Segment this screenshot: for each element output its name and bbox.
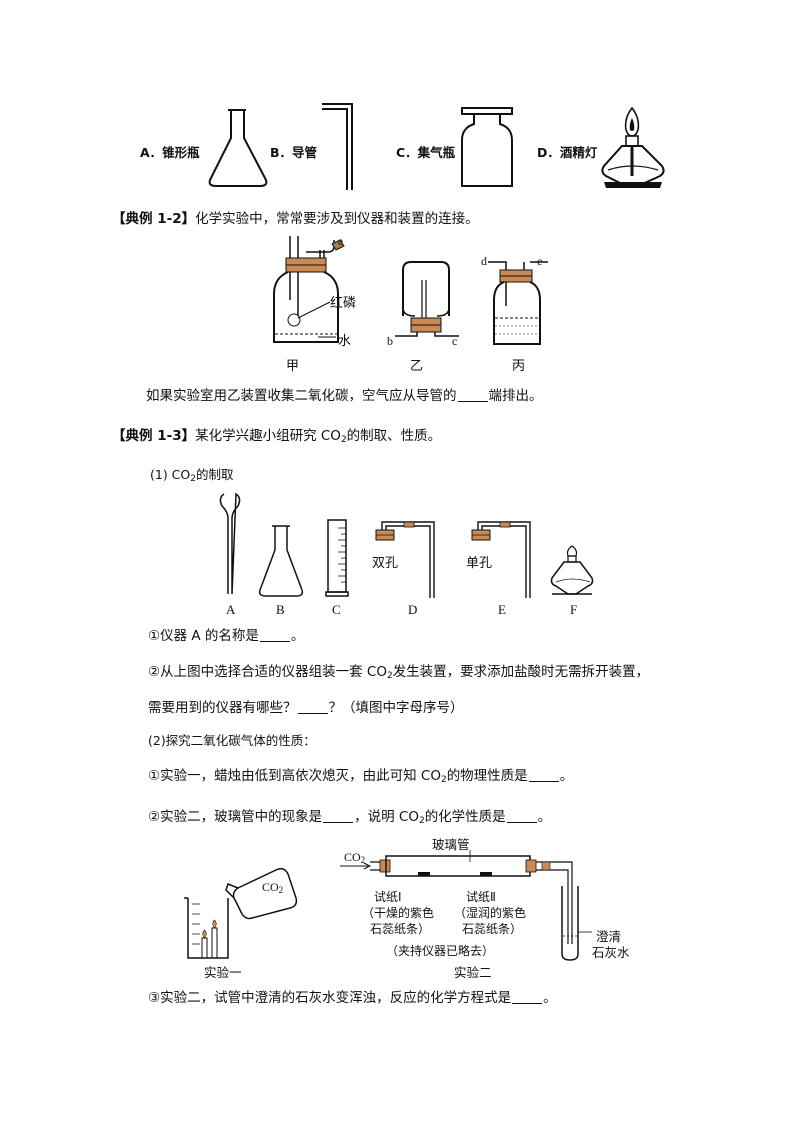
- question-2-2: ②实验二，玻璃管中的现象是，说明 CO2的化学性质是。: [148, 809, 552, 826]
- label-D: D: [408, 602, 418, 617]
- answer-blank[interactable]: [528, 769, 559, 782]
- question-1-2: 如果实验室用乙装置收集二氧化碳，空气应从导管的端排出。: [146, 388, 543, 404]
- answer-blank[interactable]: [506, 810, 537, 823]
- label-E: E: [498, 602, 506, 617]
- label-shui: 水: [338, 333, 352, 348]
- alcohol-lamp-icon: [601, 106, 665, 188]
- question-2-1: ①实验一，蜡烛由低到高依次熄灭，由此可知 CO2的物理性质是。: [148, 768, 574, 785]
- limewater-label-2: 石灰水: [592, 946, 630, 960]
- question-1-2-line1: ②从上图中选择合适的仪器组装一套 CO2发生装置，要求添加盐酸时无需拆开装置，: [148, 664, 650, 681]
- single-hole-stopper-e-icon: [471, 521, 531, 598]
- flask-b-icon: [258, 525, 304, 597]
- label-A: A: [226, 602, 236, 617]
- gas-collecting-bottle-icon: [461, 107, 513, 187]
- paper-2-label: 试纸Ⅱ: [466, 890, 496, 904]
- label-B: B: [276, 602, 285, 617]
- pointer-line: [297, 301, 331, 319]
- answer-blank[interactable]: [457, 389, 488, 402]
- example-1-3-heading: 【典例 1-3】某化学兴趣小组研究 CO2的制取、性质。: [112, 428, 442, 445]
- option-d-label: D．酒精灯: [537, 145, 598, 160]
- funnel-a-icon: [219, 492, 241, 595]
- glass-tube-label: 玻璃管: [432, 838, 470, 852]
- option-c-label: C．集气瓶: [396, 145, 456, 160]
- co2-inlet-label: CO2: [344, 850, 366, 865]
- experiment-1-diagram: [184, 867, 298, 959]
- apparatus-bing-diagram: [488, 261, 548, 345]
- apparatus-jia-diagram: [273, 236, 345, 343]
- label-shuangkong: 双孔: [372, 555, 399, 570]
- label-e: e: [537, 254, 543, 268]
- answer-blank[interactable]: [512, 991, 543, 1004]
- clamp-note: （夹持仪器已略去）: [386, 944, 495, 958]
- answer-blank[interactable]: [323, 810, 354, 823]
- example-1-2-tag: 【典例 1-2】: [112, 211, 196, 227]
- question-1-1: ①仪器 A 的名称是。: [148, 628, 305, 644]
- option-b-label: B．导管: [270, 145, 318, 160]
- co2-bottle-label: CO2: [262, 880, 284, 895]
- glass-tube-icon: [322, 103, 353, 190]
- label-a: a: [338, 234, 344, 248]
- label-exp2: 实验二: [454, 966, 492, 980]
- answer-blank[interactable]: [259, 629, 290, 642]
- label-bing: 丙: [512, 358, 526, 373]
- paper-2-desc-1: （湿润的紫色: [454, 906, 527, 920]
- pointer-line-2: [318, 336, 336, 338]
- paper-1-desc-1: （干燥的紫色: [362, 906, 435, 920]
- label-yi: 乙: [410, 358, 424, 373]
- erlenmeyer-flask-icon: [208, 109, 268, 187]
- part-2-title: (2)探究二氧化碳气体的性质：: [148, 733, 316, 748]
- label-exp1: 实验一: [204, 966, 242, 980]
- label-dankong: 单孔: [466, 555, 493, 570]
- example-1-2-text: 化学实验中，常常要涉及到仪器和装置的连接。: [195, 211, 479, 227]
- label-jia: 甲: [286, 358, 300, 373]
- label-b: b: [387, 334, 393, 348]
- limewater-label-1: 澄清: [596, 930, 622, 944]
- example-1-3-tag: 【典例 1-3】: [112, 428, 196, 444]
- apparatus-yi-diagram: [395, 261, 459, 337]
- question-2-3: ③实验二，试管中澄清的石灰水变浑浊，反应的化学方程式是。: [148, 990, 557, 1006]
- paper-1-label: 试纸Ⅰ: [374, 890, 402, 904]
- paper-2-desc-2: 石蕊纸条）: [462, 922, 523, 936]
- alcohol-lamp-f-icon: [550, 545, 594, 595]
- part-1-title: (1) CO2的制取: [150, 467, 234, 484]
- label-c: c: [452, 334, 458, 348]
- label-F: F: [570, 602, 578, 617]
- graduated-cylinder-c-icon: [325, 519, 349, 597]
- question-1-2-line2: 需要用到的仪器有哪些？？（填图中字母序号）: [148, 700, 464, 716]
- label-d: d: [481, 254, 487, 268]
- label-hongling: 红磷: [330, 295, 357, 310]
- option-a-label: A．锥形瓶: [140, 145, 200, 160]
- paper-1-desc-2: 石蕊纸条）: [370, 922, 431, 936]
- label-C: C: [332, 602, 341, 617]
- experiment-2-diagram: [340, 850, 592, 961]
- double-hole-stopper-d-icon: [375, 521, 435, 598]
- answer-blank[interactable]: [297, 701, 328, 714]
